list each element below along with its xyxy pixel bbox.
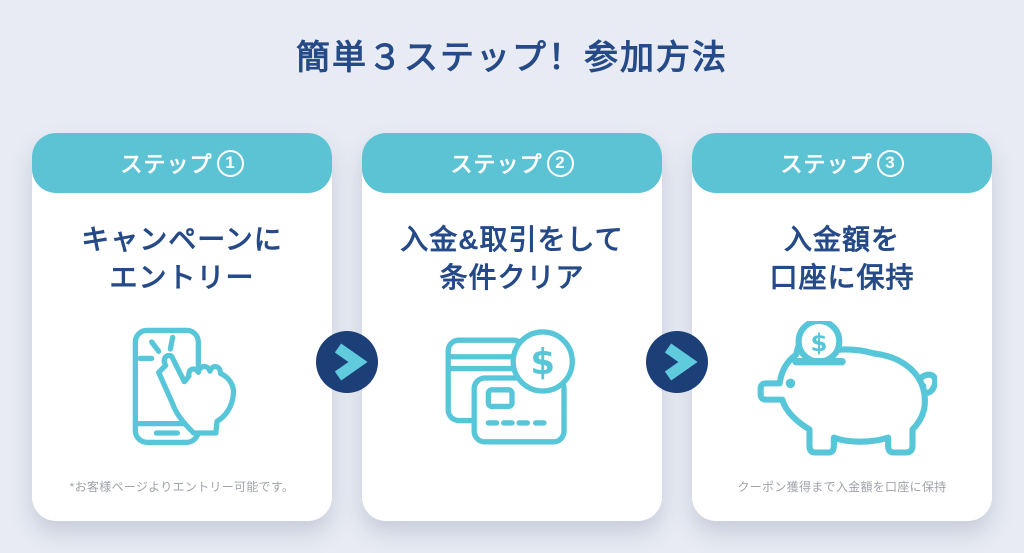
step-3-number-badge: 3	[876, 149, 904, 177]
chevron-right-icon	[334, 343, 368, 381]
step-2-title-line2: 条件クリア	[439, 261, 585, 293]
step-3-note: クーポン獲得まで入金額を口座に保持	[737, 480, 947, 494]
step-2-header-label: ステップ	[450, 152, 543, 177]
step-1-title: キャンペーンに エントリー	[32, 221, 332, 297]
arrow-step1-to-step2: >	[316, 331, 378, 393]
step-2-title-line1: 入金&取引をして	[400, 224, 624, 255]
step-3-title-line2: 口座に保持	[769, 261, 915, 293]
step-3-title-line1: 入金額を	[783, 224, 900, 255]
steps-row: ステップ 1 キャンペーンに エントリー *お客様ページよりエントリー可能です。	[32, 133, 992, 521]
credit-card-dollar-icon: $	[445, 329, 575, 445]
step-3-title: 入金額を 口座に保持	[692, 221, 992, 297]
arrow-step2-to-step3: >	[646, 331, 708, 393]
step-1-header: ステップ 1	[32, 133, 332, 193]
step-1-number-badge: 1	[216, 149, 244, 177]
dollar-coin-symbol: $	[810, 328, 827, 357]
page-title: 簡単３ステップ！参加方法	[296, 39, 728, 77]
step-card-3: ステップ 3 入金額を 口座に保持 $ クーポン獲得まで入金額を口座に保持	[692, 133, 992, 521]
step-3-header-label: ステップ	[780, 152, 873, 177]
step-2-title: 入金&取引をして 条件クリア	[362, 221, 662, 297]
step-3-header: ステップ 3	[692, 133, 992, 193]
step-2-number-badge: 2	[546, 149, 574, 177]
chevron-right-icon	[664, 343, 698, 381]
step-3-icon-area: $	[692, 305, 992, 477]
piggy-bank-icon: $	[757, 320, 937, 456]
step-2-icon-area: $	[362, 305, 662, 477]
step-card-1: ステップ 1 キャンペーンに エントリー *お客様ページよりエントリー可能です。	[32, 133, 332, 521]
step-1-header-label: ステップ	[120, 152, 213, 177]
phone-tap-icon	[132, 327, 237, 445]
step-1-note: *お客様ページよりエントリー可能です。	[69, 480, 295, 494]
step-2-header: ステップ 2	[362, 133, 662, 193]
dollar-coin-symbol: $	[530, 342, 555, 383]
step-1-title-line2: エントリー	[109, 261, 255, 293]
step-1-title-line1: キャンペーンに	[81, 224, 283, 255]
step-1-icon-area	[32, 305, 332, 477]
step-card-2: ステップ 2 入金&取引をして 条件クリア	[362, 133, 662, 521]
